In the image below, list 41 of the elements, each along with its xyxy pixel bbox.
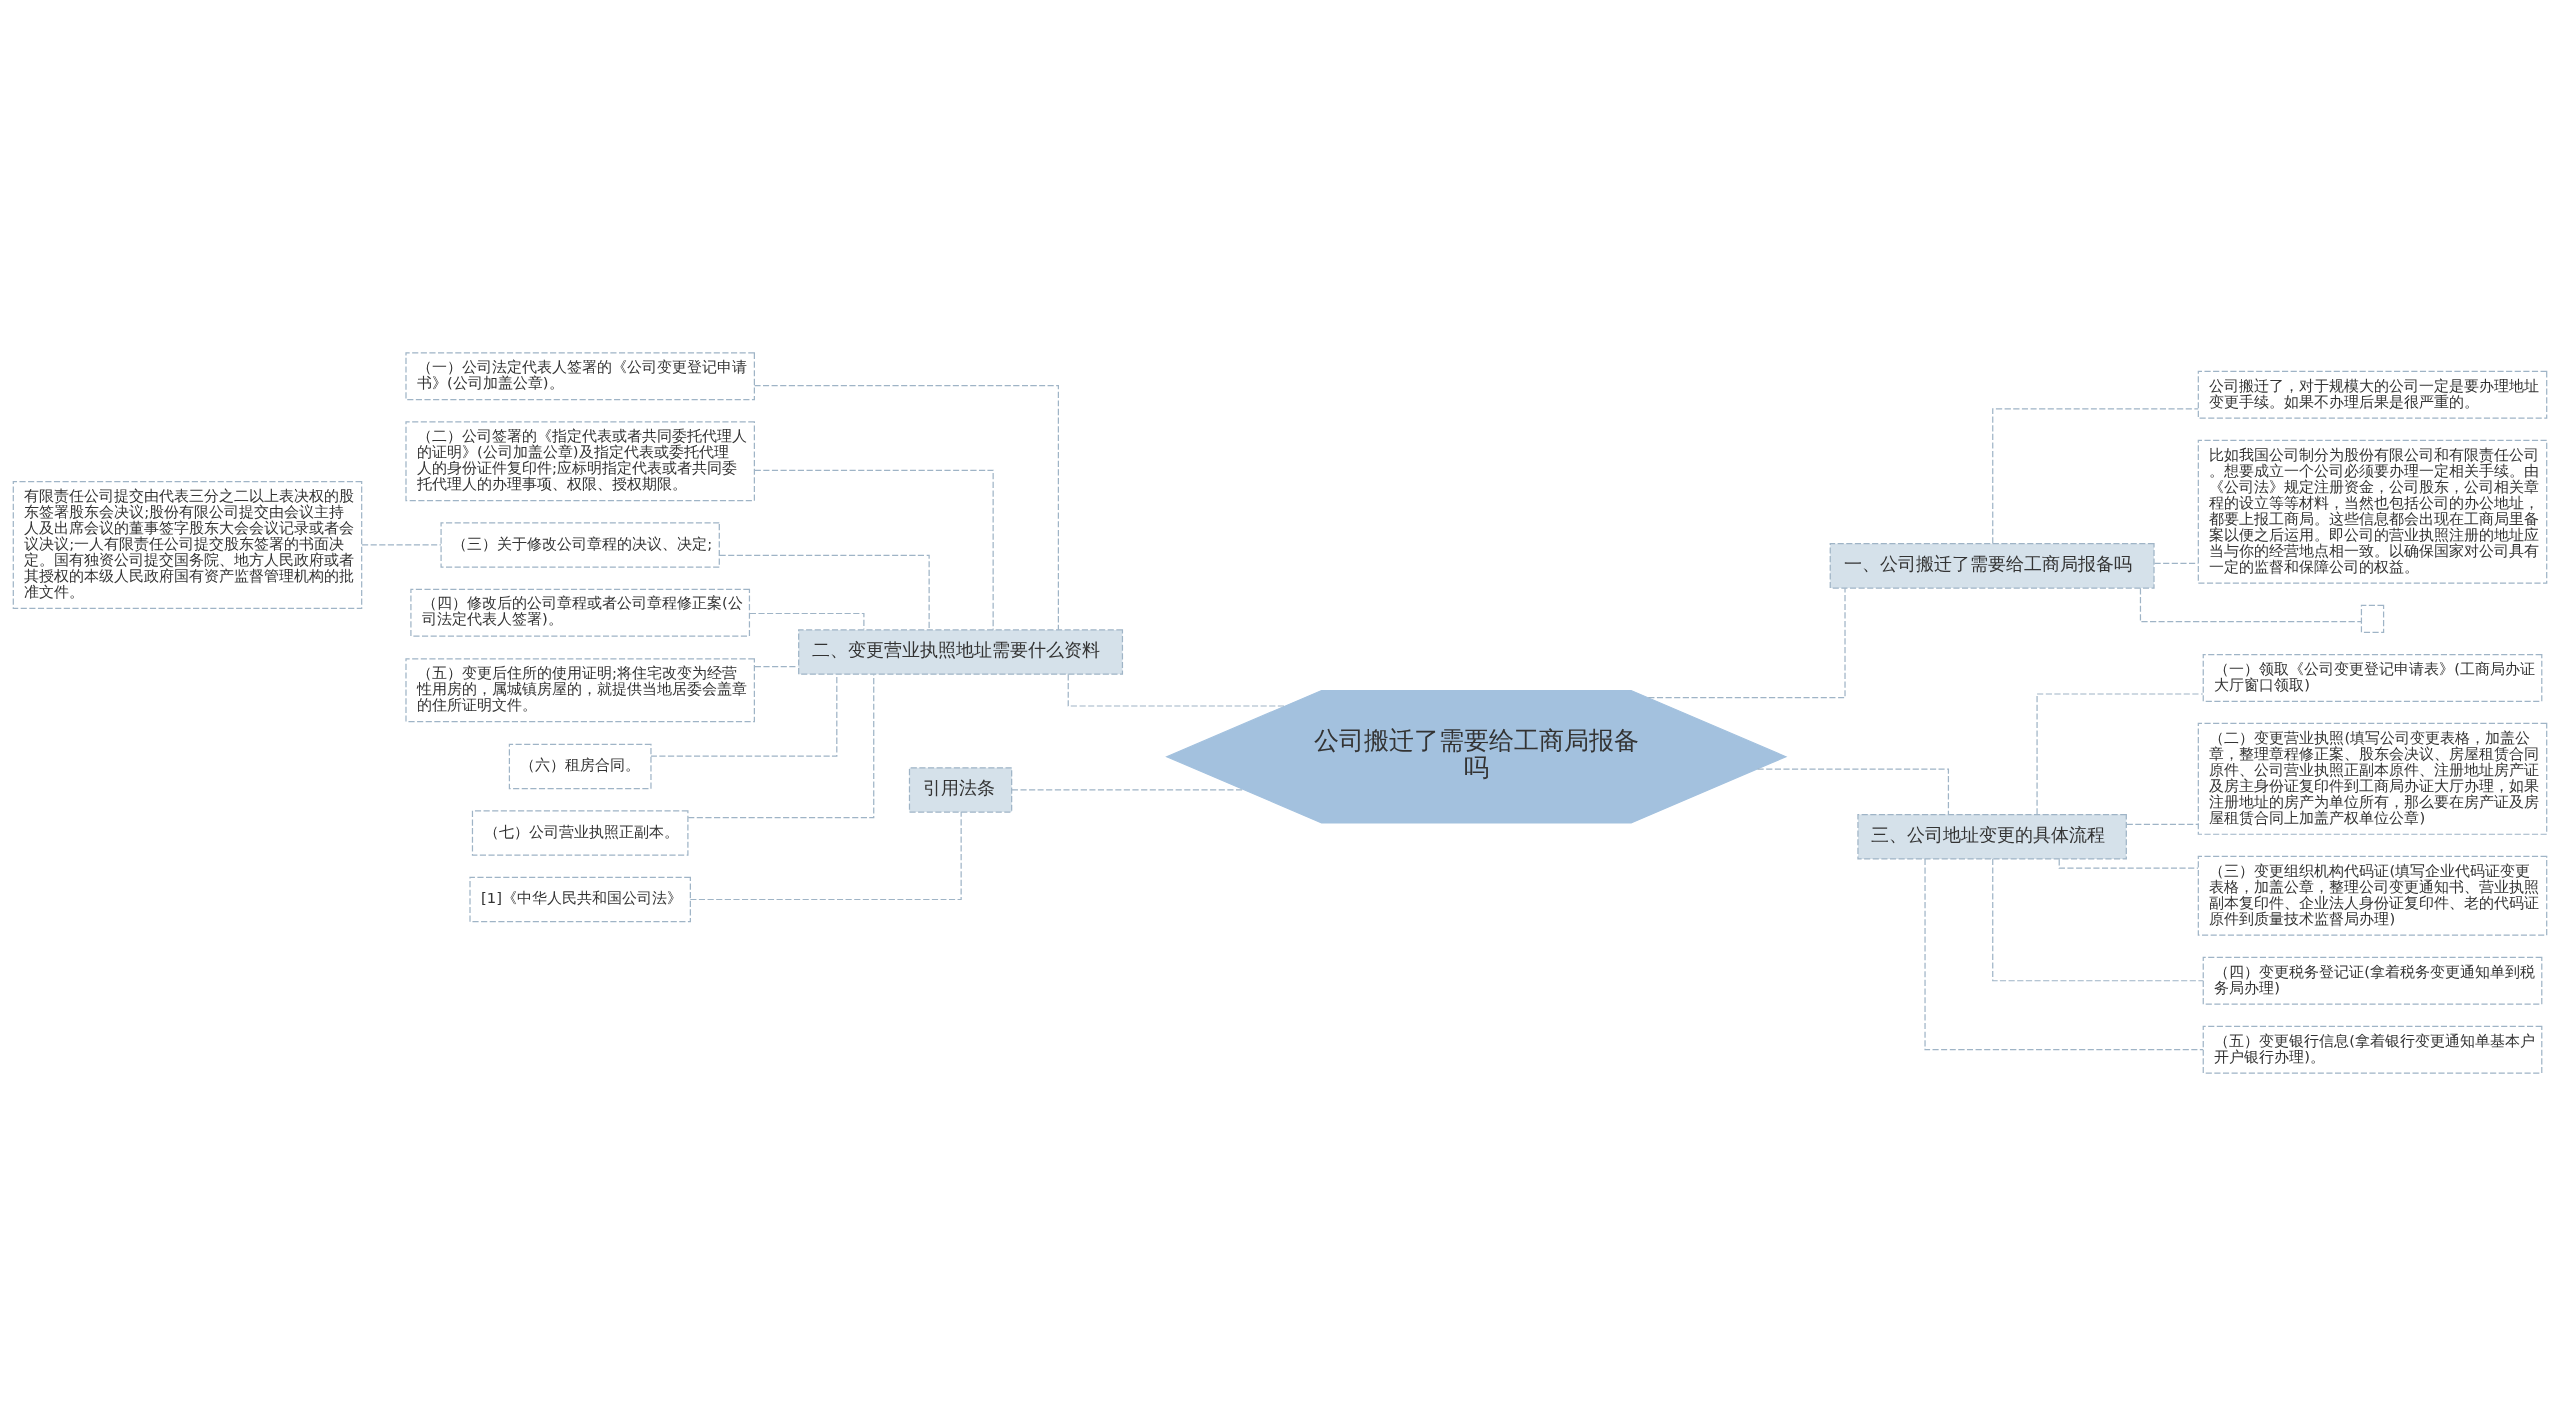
- connector: [753, 384, 1059, 630]
- node-box: 三、公司地址变更的具体流程: [1857, 813, 2127, 859]
- node-box: 一、公司搬迁了需要给工商局报备吗: [1829, 542, 2155, 589]
- node-box: 引用法条: [908, 766, 1013, 813]
- node-box: （二）变更营业执照(填写公司变更表格，加盖公章，整理章程修正案、股东会决议、房屋租赁合同原件、公司营业执照正副本原件、注册地址房产证及房主身份证复印件到工商局办证大厅办理，如果注册地址的房产为单位所有，那么要在房产证及房屋租赁合同上加盖产权单位公章): [2197, 722, 2548, 835]
- connector: [687, 673, 875, 818]
- connector: [2058, 858, 2199, 869]
- node-box: 比如我国公司制分为股份有限公司和有限责任公司。想要成立一个公司必须要办理一定相关手续。由《公司法》规定注册资金，公司股东，公司相关章程的设立等等材料，当然也包括公司的办公地址，都要上报工商局。这些信息都会出现在工商局里备案以便之后运用。即公司的营业执照注册的地址应当与你的经营地点相一致。以确保国家对公司具有一定的监督和保障公司的权益。: [2197, 439, 2548, 584]
- node-box: （二）公司签署的《指定代表或者共同委托代理人的证明》(公司加盖公章)及指定代表或委托代理人的身份证件复印件;应标明指定代表或者共同委托代理人的办理事项、权限、授权期限。: [405, 420, 755, 501]
- node-box: [1]《中华人民共和国公司法》: [469, 876, 691, 922]
- connector: [361, 543, 442, 546]
- node-box: （一）领取《公司变更登记申请表》(工商局办证大厅窗口领取): [2202, 653, 2543, 702]
- node-box: 二、变更营业执照地址需要什么资料: [798, 628, 1124, 675]
- node-box: （一）公司法定代表人签署的《公司变更登记申请书》(公司加盖公章)。: [405, 351, 755, 400]
- node-box: 公司搬迁了，对于规模大的公司一定是要办理地址变更手续。如果不办理后果是很严重的。: [2197, 370, 2548, 419]
- node-box: （四）变更税务登记证(拿着税务变更通知单到税务局办理): [2202, 956, 2543, 1005]
- connector: [1011, 788, 1245, 791]
- node-box: （三）变更组织机构代码证(填写企业代码证变更表格，加盖公章，整理公司变更通知书、营业执照副本复印件、企业法人身份证复印件、老的代码证原件到质量技术监督局办理): [2197, 855, 2548, 936]
- connector: [2126, 823, 2199, 825]
- connector: [2153, 562, 2199, 564]
- connector: [1992, 857, 2204, 981]
- node-box: （三）关于修改公司章程的决议、决定;: [440, 521, 720, 568]
- node-box: （五）变更银行信息(拿着银行变更通知单基本户开户银行办理)。: [2202, 1025, 2543, 1074]
- connector: [1924, 858, 2204, 1050]
- connector: [689, 811, 962, 900]
- connector: [749, 612, 865, 630]
- connector: [1647, 587, 1846, 698]
- connector: [754, 469, 994, 630]
- connector: [2036, 692, 2204, 815]
- connector: [1992, 407, 2199, 544]
- node-box: （四）修改后的公司章程或者公司章程修正案(公司法定代表人签署)。: [410, 588, 751, 637]
- node-box: （六）租房合同。: [508, 743, 652, 789]
- node-box: [2360, 604, 2385, 633]
- connector: [1067, 673, 1286, 707]
- connector: [719, 554, 930, 630]
- connector: [1756, 767, 1950, 815]
- connector: [754, 665, 799, 667]
- node-box: （七）公司营业执照正副本。: [471, 809, 689, 856]
- connector: [2139, 587, 2362, 622]
- node-box: 有限责任公司提交由代表三分之二以上表决权的股东签署股东会决议;股份有限公司提交由会议主持人及出席会议的董事签字股东大会会议记录或者会议决议;一人有限责任公司提交股东签署的书面决定。国有独资公司提交国务院、地方人民政府或者其授权的本级人民政府国有资产监督管理机构的批准文件。: [12, 480, 363, 609]
- node-box: （五）变更后住所的使用证明;将住宅改变为经营性用房的，属城镇房屋的，就提供当地居委会盖章的住所证明文件。: [405, 657, 755, 722]
